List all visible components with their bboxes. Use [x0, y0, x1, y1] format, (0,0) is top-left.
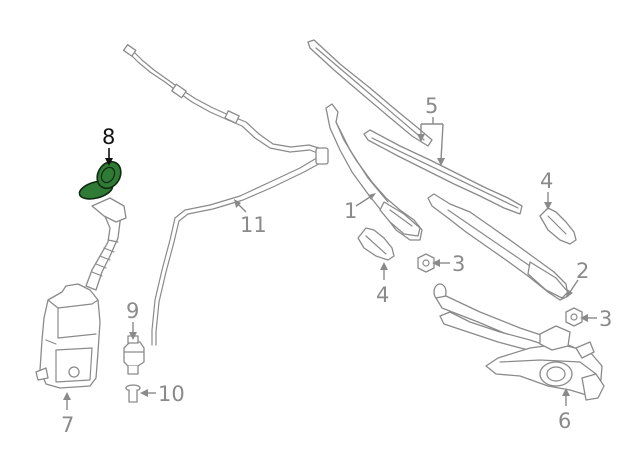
svg-text:10: 10	[158, 382, 185, 406]
svg-text:5: 5	[425, 94, 438, 118]
wiper-linkage-motor	[433, 283, 605, 401]
svg-text:2: 2	[576, 259, 589, 283]
wiper-blade-upper	[307, 39, 433, 147]
callout-7: 7	[61, 392, 74, 437]
svg-text:6: 6	[558, 409, 571, 433]
callout-10: 10	[140, 382, 185, 406]
nut-right	[565, 307, 583, 327]
arm-cap-left	[357, 227, 395, 261]
callout-4a: 4	[540, 169, 553, 210]
nut-left	[417, 253, 435, 273]
svg-text:7: 7	[61, 413, 74, 437]
arm-cap-right	[539, 207, 577, 245]
callout-3b: 3	[580, 307, 612, 331]
wiper-arm-left	[325, 103, 423, 241]
washer-reservoir	[35, 197, 127, 389]
grommet	[125, 384, 141, 403]
svg-text:4: 4	[540, 169, 553, 193]
svg-text:1: 1	[344, 199, 357, 223]
callout-6: 6	[558, 388, 571, 433]
washer-pump	[123, 335, 145, 375]
callout-3a: 3	[432, 252, 465, 276]
svg-text:4: 4	[376, 283, 389, 307]
callout-8: 8	[102, 125, 115, 166]
callout-5: 5	[417, 94, 445, 166]
callout-11: 11	[234, 199, 267, 237]
callout-2: 2	[566, 259, 589, 298]
svg-text:8: 8	[102, 125, 115, 149]
svg-text:11: 11	[240, 213, 267, 237]
callout-9: 9	[126, 299, 139, 340]
svg-text:3: 3	[452, 252, 465, 276]
svg-text:3: 3	[599, 307, 612, 331]
wiper-blade-lower	[363, 129, 523, 215]
filler-cap-highlighted	[78, 160, 122, 200]
svg-text:9: 9	[126, 299, 139, 323]
washer-hose	[122, 44, 329, 346]
callout-1: 1	[344, 193, 376, 223]
callout-4b: 4	[376, 262, 389, 307]
wiper-arm-right	[427, 193, 569, 301]
